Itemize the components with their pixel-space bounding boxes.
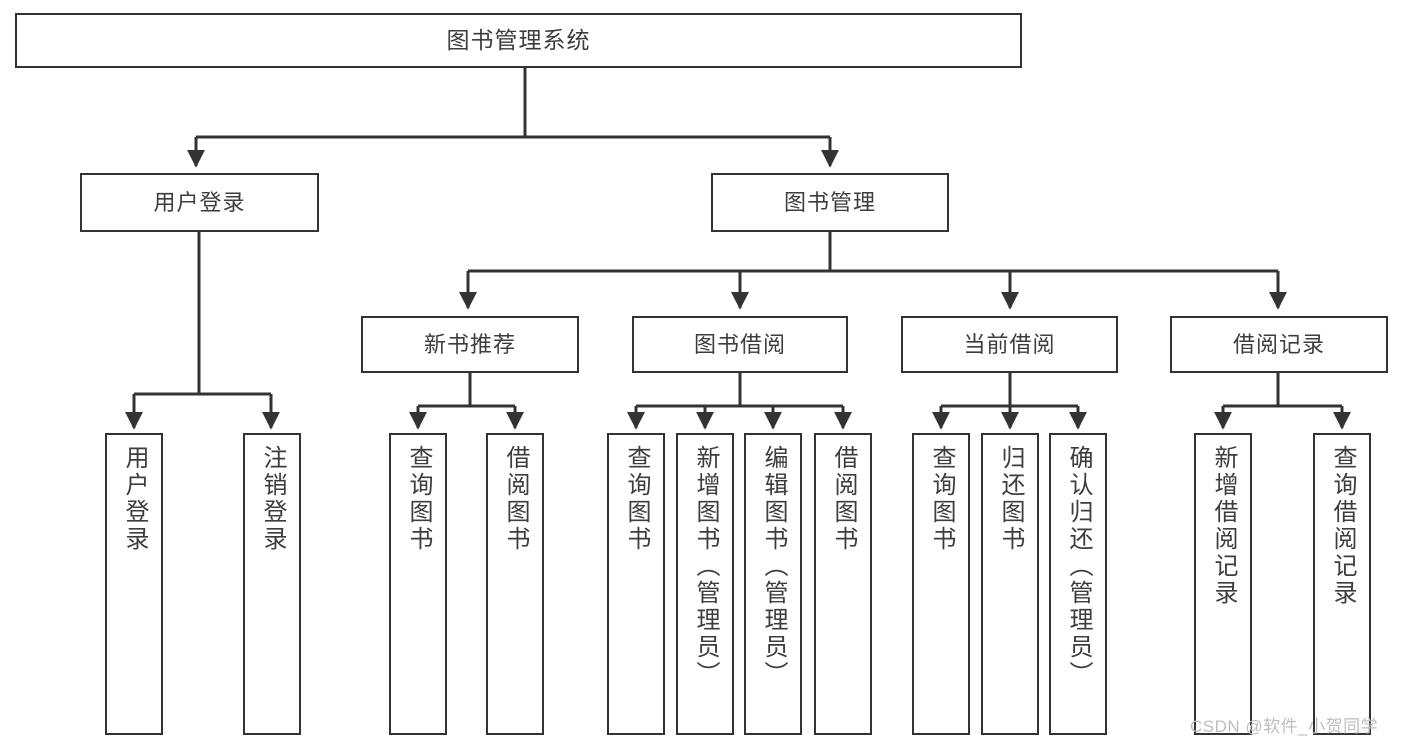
leaf-new-book-query-book[interactable]: 查询图书 <box>389 433 447 735</box>
leaf-label: 查询图书 <box>623 445 650 553</box>
leaf-label: 注销登录 <box>259 445 286 553</box>
node-book-borrow-label: 图书借阅 <box>693 331 786 357</box>
leaf-book-borrow-borrow-book[interactable]: 借阅图书 <box>814 433 872 735</box>
node-book-borrow[interactable]: 图书借阅 <box>632 316 848 373</box>
leaf-current-borrow-confirm-return-admin[interactable]: 确认归还（管理员） <box>1049 433 1107 735</box>
leaf-new-book-borrow-book[interactable]: 借阅图书 <box>486 433 544 735</box>
leaf-label: 借阅图书 <box>502 445 529 553</box>
leaf-label: 确认归还（管理员） <box>1065 445 1092 688</box>
node-user-login-label: 用户登录 <box>153 189 246 215</box>
leaf-label: 借阅图书 <box>830 445 857 553</box>
leaf-book-borrow-query-book[interactable]: 查询图书 <box>607 433 665 735</box>
csdn-watermark: CSDN @软件_小贺同学 <box>1190 717 1379 736</box>
leaf-label: 用户登录 <box>121 445 148 553</box>
node-root[interactable]: 图书管理系统 <box>15 13 1022 68</box>
node-book-management-label: 图书管理 <box>783 189 876 215</box>
leaf-label: 新增借阅记录 <box>1210 445 1237 607</box>
leaf-book-borrow-add-book-admin[interactable]: 新增图书（管理员） <box>676 433 734 735</box>
node-borrow-record-label: 借阅记录 <box>1232 331 1325 357</box>
node-borrow-record[interactable]: 借阅记录 <box>1170 316 1388 373</box>
node-current-borrow[interactable]: 当前借阅 <box>901 316 1118 373</box>
leaf-user-login-signin[interactable]: 用户登录 <box>105 433 163 735</box>
leaf-book-borrow-edit-book-admin[interactable]: 编辑图书（管理员） <box>744 433 802 735</box>
leaf-current-borrow-return-book[interactable]: 归还图书 <box>981 433 1039 735</box>
leaf-label: 查询图书 <box>405 445 432 553</box>
leaf-label: 归还图书 <box>997 445 1024 553</box>
leaf-current-borrow-query-book[interactable]: 查询图书 <box>912 433 970 735</box>
leaf-label: 查询图书 <box>928 445 955 553</box>
node-root-label: 图书管理系统 <box>446 26 591 53</box>
node-new-book-recommend-label: 新书推荐 <box>423 331 516 357</box>
leaf-label: 编辑图书（管理员） <box>760 445 787 688</box>
leaf-borrow-record-add-record[interactable]: 新增借阅记录 <box>1194 433 1252 735</box>
node-user-login[interactable]: 用户登录 <box>80 173 319 232</box>
leaf-label: 查询借阅记录 <box>1329 445 1356 607</box>
leaf-label: 新增图书（管理员） <box>692 445 719 688</box>
node-new-book-recommend[interactable]: 新书推荐 <box>361 316 579 373</box>
node-current-borrow-label: 当前借阅 <box>963 331 1056 357</box>
leaf-user-login-signout[interactable]: 注销登录 <box>243 433 301 735</box>
node-book-management[interactable]: 图书管理 <box>711 173 949 232</box>
leaf-borrow-record-query-record[interactable]: 查询借阅记录 <box>1313 433 1371 735</box>
